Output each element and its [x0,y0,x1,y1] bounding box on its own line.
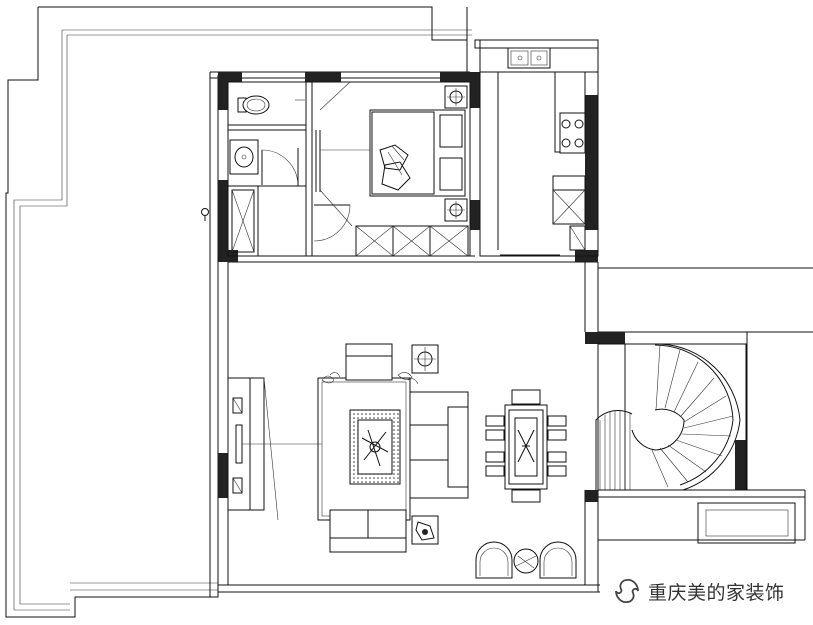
kitchen-cabinet [552,175,586,225]
gas-stove [559,112,586,154]
plant-decoration-right [397,372,419,385]
wall-solids [218,72,747,502]
living-room [227,343,469,553]
wechat-channel-icon [615,578,639,604]
kitchen [474,39,599,257]
side-table-bottom [411,515,439,545]
interior-walls [209,71,813,597]
dining-area [475,389,577,579]
lounge-chair-right [539,541,577,579]
dining-chair [485,389,567,503]
watermark: 重庆美的家装饰 [612,574,785,608]
double-bed [369,109,466,197]
toilet [237,95,270,115]
two-seat-sofa [329,509,407,553]
wash-basin [229,139,259,175]
outer-terrace-outline [5,6,472,618]
bedroom [305,81,471,257]
round-side-table [513,548,539,574]
spiral-staircase [595,332,806,544]
lounge-chair-left [475,541,513,579]
plant-decoration-left [321,372,341,384]
coffee-table [349,409,401,485]
bathroom [201,81,307,257]
bedroom-wardrobe [355,225,469,257]
side-table-top [411,344,439,374]
bathroom-door [261,148,299,186]
tv-cabinet [227,377,322,521]
bedroom-door [313,204,351,242]
three-seat-sofa [409,391,469,499]
armchair-top [345,343,393,381]
kitchen-sink [507,47,551,69]
watermark-text: 重庆美的家装饰 [648,581,785,604]
nightstand-top [444,85,468,109]
nightstand-bottom [444,198,468,222]
